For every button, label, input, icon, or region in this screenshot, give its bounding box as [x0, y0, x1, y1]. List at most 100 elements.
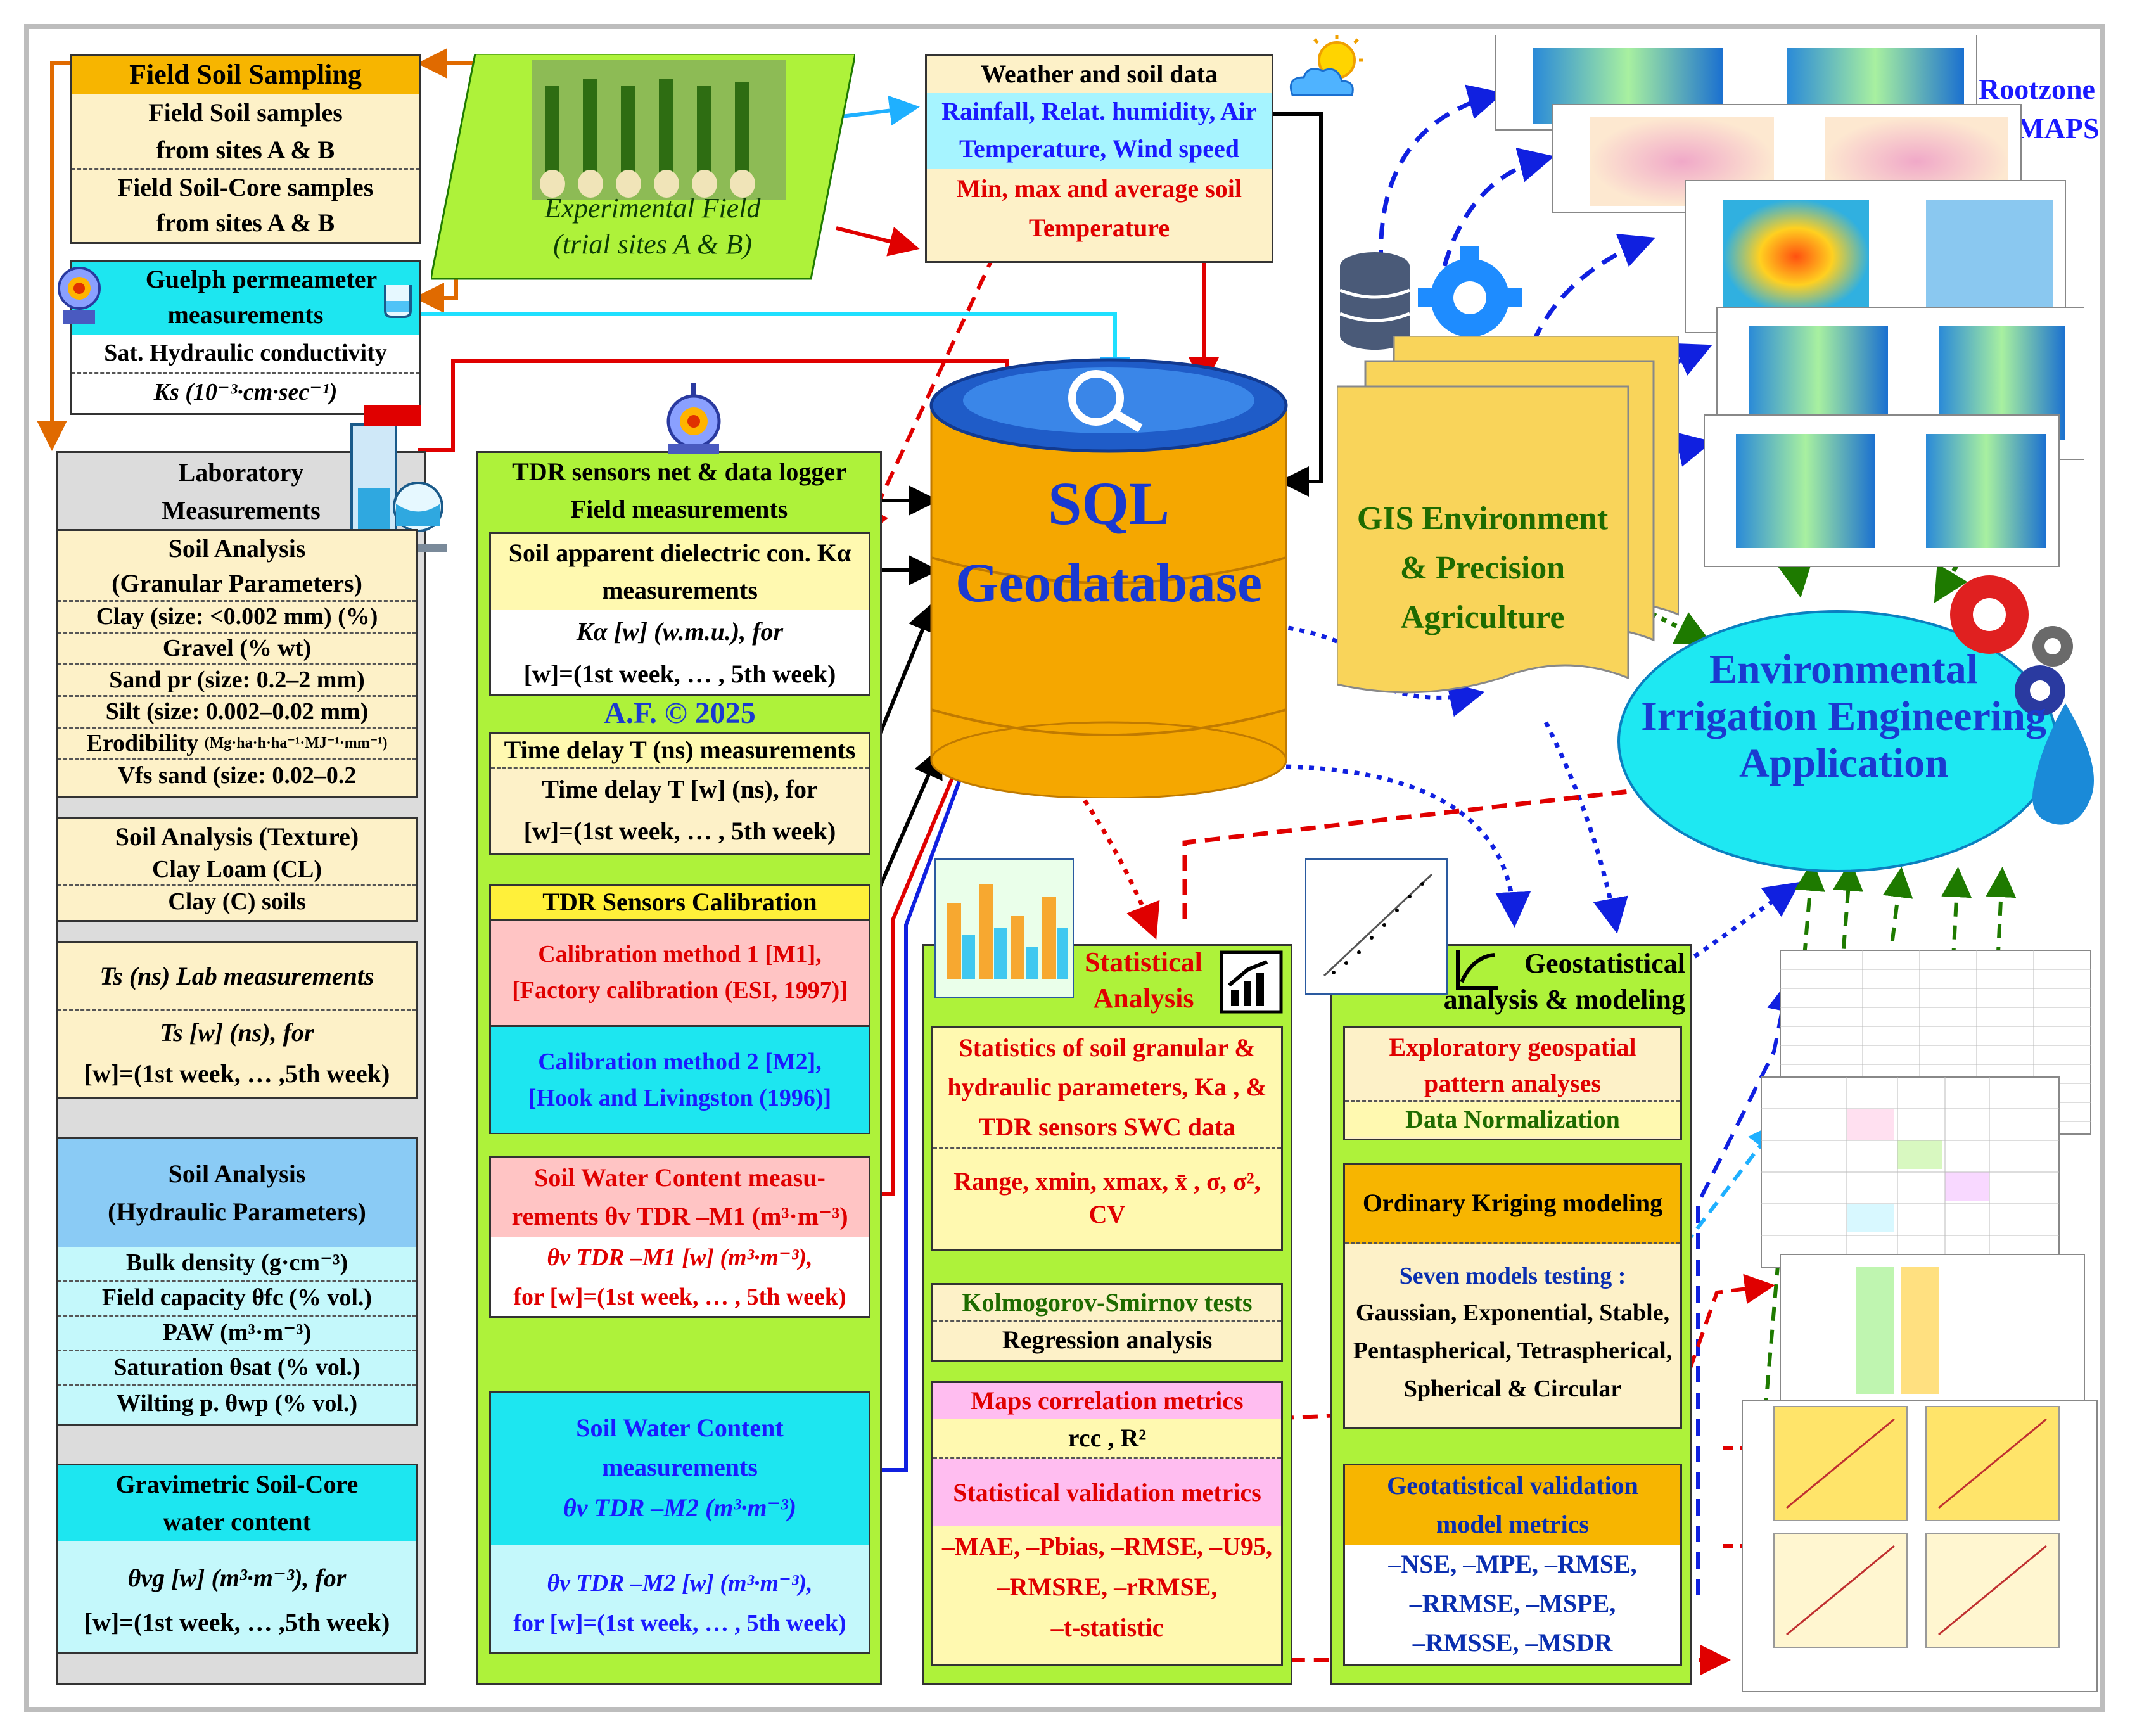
m2-line-2: [Hook and Livingston (1996)] [528, 1085, 832, 1111]
lab-equipment-icon [345, 405, 447, 552]
texture-box: Soil Analysis (Texture) Clay Loam (CL) C… [56, 817, 418, 922]
stats-desc-line-2: hydraulic parameters, Ka , & [947, 1073, 1267, 1101]
ka-box: Soil apparent dielectric con. Kα measure… [489, 532, 870, 696]
geo-title: Geostatistical analysis & modeling [1432, 945, 1685, 1018]
sensor-node-icon [666, 383, 721, 454]
regression-analysis: Regression analysis [1002, 1325, 1213, 1354]
weather-line-3: Min, max and average soil [957, 174, 1242, 203]
swc-m1-row-1: θv TDR –M1 [w] (m³·m⁻³), [547, 1244, 813, 1272]
swc-m1-row-2: for [w]=(1st week, … , 5th week) [513, 1284, 846, 1311]
geo-validation-title-2: model metrics [1436, 1510, 1589, 1538]
sql-database-cylinder [929, 358, 1288, 798]
hydraulic-title-1: Soil Analysis [168, 1159, 306, 1188]
guelph-row-2: Ks (10⁻³·cm·sec⁻¹) [153, 379, 338, 406]
arrow-field-to-weather [836, 95, 920, 126]
rootzone-maps-stack [1495, 35, 2084, 567]
experimental-field-label: Experimental Field (trial sites A & B) [501, 190, 805, 262]
result-tables-stack [1742, 950, 2098, 1692]
sampling-row: from sites A & B [156, 208, 335, 237]
copyright-label: A.F. © 2025 [604, 696, 756, 730]
hydraulic-title-2: (Hydraulic Parameters) [108, 1197, 366, 1226]
weather-line-1: Rainfall, Relat. humidity, Air [941, 97, 1257, 125]
arrow-td-to-sql [872, 601, 937, 749]
geo-metrics-1: –NSE, –MPE, –RMSE, [1388, 1550, 1637, 1578]
sql-line-2: Geodatabase [955, 552, 1262, 615]
swc-m2-row-2: for [w]=(1st week, … , 5th week) [513, 1610, 846, 1637]
arrow-table-env-4 [1937, 867, 1972, 1236]
time-delay-row-2: [w]=(1st week, … , 5th week) [523, 817, 836, 845]
ka-title-2: measurements [602, 576, 758, 604]
sql-line-1: SQL [1047, 469, 1170, 537]
gis-line-3: Agriculture [1400, 599, 1565, 635]
calibration-box: TDR Sensors Calibration Calibration meth… [489, 884, 870, 1134]
time-delay-title: Time delay T (ns) measurements [491, 734, 869, 769]
swc-m1-line-1: Soil Water Content measu- [534, 1163, 826, 1192]
arrow-guelph-to-sql [421, 312, 1130, 388]
ts-row-2: [w]=(1st week, … ,5th week) [84, 1059, 390, 1088]
ks-tests: Kolmogorov-Smirnov tests [933, 1285, 1281, 1322]
time-delay-row-1: Time delay T [w] (ns), for [542, 775, 818, 803]
arrow-sampling-to-lab [37, 61, 70, 451]
field-soil-sampling-title: Field Soil Sampling [72, 56, 419, 94]
arrow-gis-map5 [1582, 431, 1713, 502]
permeameter-icon [58, 267, 101, 324]
granular-title-1: Soil Analysis [168, 534, 306, 563]
texture-title: Soil Analysis (Texture) [115, 822, 359, 851]
arrow-sql-geo [1285, 764, 1531, 928]
arrow-weather-to-tdr [860, 252, 997, 539]
stats-desc-range: Range, xmin, xmax, x̄ , σ, σ², CV [953, 1166, 1261, 1229]
experimental-field-line-1: Experimental Field [544, 193, 761, 224]
m2-line-1: Calibration method 2 [M2], [538, 1048, 822, 1075]
field-soil-sampling-box: Field Soil Sampling Field Soil samples f… [70, 54, 421, 244]
arrow-stats-env [1182, 770, 1688, 919]
models-line-3: Spherical & Circular [1403, 1375, 1622, 1403]
granular-row-erodibility: Erodibility (Mg·ha·h·ha⁻¹·MJ⁻¹·mm⁻¹) [58, 729, 416, 760]
hydraulic-row: Wilting p. θwp (% vol.) [116, 1389, 358, 1417]
stats-desc-box: Statistics of soil granular & hydraulic … [931, 1026, 1283, 1251]
weather-title: Weather and soil data [981, 60, 1218, 88]
texture-row: Clay Loam (CL) [58, 855, 416, 886]
ts-row-1: Ts [w] (ns), for [160, 1018, 314, 1047]
gravimetric-row-2: [w]=(1st week, … ,5th week) [84, 1608, 390, 1637]
lab-title-2: Measurements [162, 496, 321, 525]
arrow-gis-map2 [1442, 148, 1555, 267]
ka-row-2: [w]=(1st week, … , 5th week) [523, 660, 836, 688]
swc-m2-line-3: θv TDR –M2 (m³·m⁻³) [563, 1493, 797, 1522]
geo-title-2: analysis & modeling [1443, 984, 1685, 1016]
gravimetric-row-1: θvg [w] (m³·m⁻³), for [127, 1564, 347, 1592]
hydraulic-row: Field capacity θfc (% vol.) [58, 1282, 416, 1317]
guelph-header: Guelph permeameter measurements [72, 262, 419, 335]
geo-validation-title-1: Geotatistical validation [1387, 1471, 1638, 1500]
granular-title-2: (Granular Parameters) [58, 566, 416, 602]
models-line-2: Pentaspherical, Tetraspherical, [1353, 1337, 1673, 1365]
tdr-title-2: Field measurements [570, 495, 788, 523]
ka-title-1: Soil apparent dielectric con. Kα [508, 539, 851, 567]
m2-block: Calibration method 2 [M2], [Hook and Liv… [491, 1027, 869, 1133]
stat-validation-title: Statistical validation metrics [933, 1459, 1281, 1526]
m1-line-2: [Factory calibration (ESI, 1997)] [512, 977, 848, 1004]
m1-block: Calibration method 1 [M1], [Factory cali… [491, 919, 869, 1027]
guelph-title-1: Guelph permeameter [145, 265, 378, 293]
env-line-1: Environmental [1709, 646, 1979, 692]
hydraulic-box: Soil Analysis (Hydraulic Parameters) Bul… [56, 1137, 418, 1426]
geo-title-1: Geostatistical [1524, 948, 1685, 979]
gis-label: GIS Environment & Precision Agriculture [1343, 494, 1622, 642]
arrow-cal-to-sql [872, 746, 943, 901]
geo-metrics-2: –RRMSE, –MSPE, [1409, 1589, 1616, 1618]
guelph-title-2: measurements [167, 300, 324, 329]
swc-m2-row-1: θv TDR –M2 [w] (m³·m⁻³), [547, 1569, 813, 1597]
sampling-row: from sites A & B [72, 132, 419, 170]
sampling-row: Field Soil samples [148, 98, 343, 127]
geo-validation-box: Geotatistical validation model metrics –… [1343, 1464, 1682, 1666]
maps-metrics-box: Maps correlation metrics rcc , R² Statis… [931, 1381, 1283, 1666]
swc-m2-line-1: Soil Water Content [576, 1414, 784, 1442]
granular-row: Sand pr (size: 0.2–2 mm) [58, 665, 416, 697]
trend-line-icon [1456, 950, 1498, 990]
qq-plot-icon [1305, 858, 1448, 995]
maps-corr-title: Maps correlation metrics [933, 1383, 1281, 1419]
arrow-gis-map3 [1531, 233, 1656, 343]
gravimetric-box: Gravimetric Soil-Core water content θvg … [56, 1464, 418, 1654]
rootzone-label: Rootzone PA MAPS [1964, 70, 2110, 148]
experimental-field-line-2: (trial sites A & B) [553, 229, 752, 260]
